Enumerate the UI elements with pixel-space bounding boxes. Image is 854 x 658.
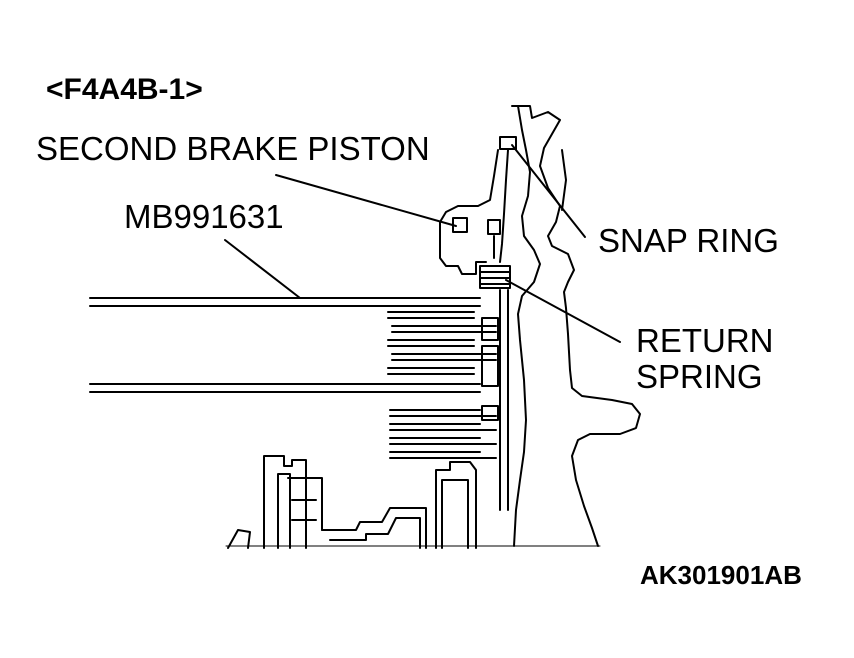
leader-second-brake-piston: [275, 174, 457, 227]
return-spring: [479, 265, 511, 289]
drum-assembly: [225, 455, 601, 549]
hub-plate: [481, 289, 509, 511]
label-tool-number: MB991631: [124, 198, 284, 235]
lower-clutch-pack: [389, 409, 497, 459]
diagram-title: <F4A4B-1>: [46, 73, 203, 106]
leader-return-spring: [505, 279, 621, 343]
upper-clutch-pack: [387, 311, 497, 375]
label-return-spring-line2: SPRING: [636, 358, 763, 395]
special-tool: [89, 297, 481, 393]
second-brake-piston: [439, 149, 509, 275]
label-snap-ring: SNAP RING: [598, 222, 779, 259]
leader-snap-ring: [511, 144, 586, 238]
reference-code: AK301901AB: [640, 560, 802, 590]
transmission-case: [511, 105, 641, 547]
leader-lines: [224, 144, 621, 343]
label-return-spring-line1: RETURN: [636, 322, 774, 359]
label-second-brake-piston: SECOND BRAKE PISTON: [36, 130, 430, 167]
leader-tool: [224, 239, 301, 299]
